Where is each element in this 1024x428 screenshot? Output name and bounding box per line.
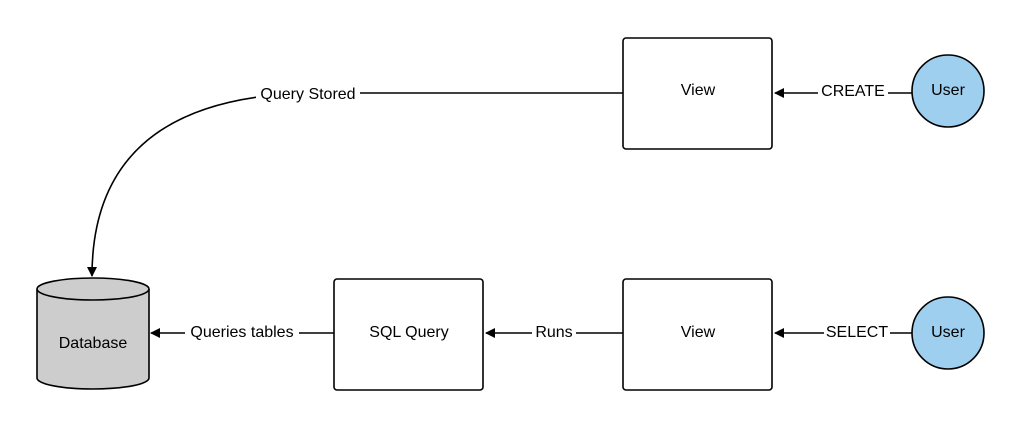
user-node-bottom: User — [911, 296, 985, 370]
edge-query-stored-label-bg — [256, 84, 360, 106]
edge-create-label-bg — [818, 81, 888, 103]
user-node-top-label: User — [931, 82, 965, 99]
user-node-top-shape — [911, 54, 985, 128]
edge-query-stored — [87, 92, 623, 277]
view-box-top: View — [622, 37, 773, 150]
edge-runs-label: Runs — [535, 324, 572, 341]
edge-select-label: SELECT — [826, 324, 888, 341]
view-box-bottom: View — [622, 278, 773, 391]
database-cylinder-label: Database — [59, 335, 128, 352]
view-box-top-shape — [622, 37, 773, 150]
edge-create-label: CREATE — [821, 83, 885, 100]
view-box-bottom-label: View — [681, 324, 716, 341]
edge-queries-tables-label: Queries tables — [190, 324, 293, 341]
database-cylinder-body — [36, 289, 150, 390]
edge-query-stored-label: Query Stored — [260, 86, 355, 103]
sql-query-box: SQL Query — [333, 278, 484, 391]
view-box-bottom-shape — [622, 278, 773, 391]
edge-queries-tables-label-bg — [185, 322, 299, 344]
user-node-bottom-shape — [911, 296, 985, 370]
user-node-top: User — [911, 54, 985, 128]
user-node-bottom-label: User — [931, 324, 965, 341]
database-cylinder: Database — [36, 277, 150, 390]
view-box-top-label: View — [681, 82, 716, 99]
database-cylinder-top — [36, 277, 150, 301]
sql-query-box-shape — [333, 278, 484, 391]
sql-query-box-label: SQL Query — [369, 324, 448, 341]
edge-select-label-bg — [824, 322, 890, 344]
edge-runs-label-bg — [532, 322, 576, 344]
